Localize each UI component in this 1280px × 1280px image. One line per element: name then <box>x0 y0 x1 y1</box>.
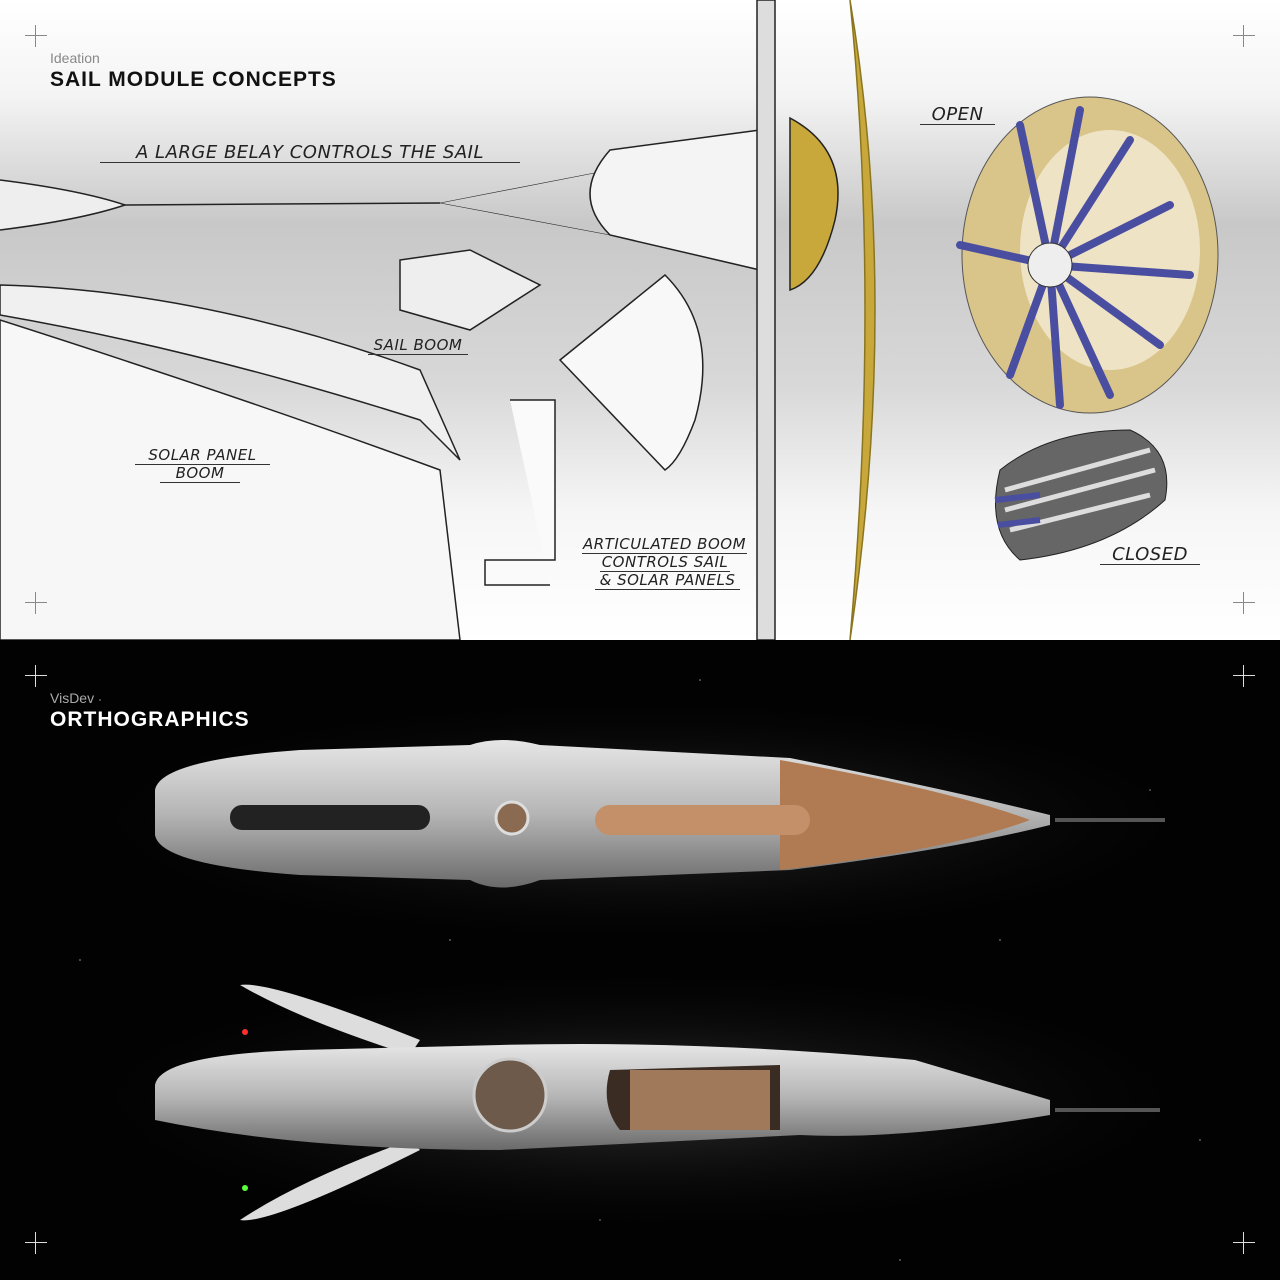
belay-module <box>589 129 761 271</box>
note-closed: CLOSED <box>1100 546 1200 565</box>
mast <box>756 0 776 640</box>
sail-closed-illustration <box>994 429 1168 561</box>
corner-crosshair <box>25 1232 47 1254</box>
section-title: SAIL MODULE CONCEPTS <box>50 68 337 91</box>
ship-nose-sketch <box>0 179 128 231</box>
section-label: Ideation <box>50 50 100 66</box>
sail-sketches <box>0 0 1219 640</box>
corner-crosshair <box>25 25 47 47</box>
corner-crosshair <box>25 665 47 687</box>
note-solar-panel: SOLAR PANEL <box>135 446 270 465</box>
note-articulated-2: CONTROLS SAIL <box>600 553 730 572</box>
ship-top-view <box>155 740 1165 888</box>
note-open: OPEN <box>920 106 995 125</box>
section-title: ORTHOGRAPHICS <box>50 708 250 731</box>
ideation-panel: Ideation SAIL MODULE CONCEPTS A LARGE BE… <box>0 0 1280 640</box>
note-sail-boom: SAIL BOOM <box>368 336 468 355</box>
sail-boom-sketch <box>558 273 704 471</box>
sail-dome <box>789 116 839 292</box>
sail-edge <box>849 0 876 640</box>
corner-crosshair <box>1233 592 1255 614</box>
note-belay: A LARGE BELAY CONTROLS THE SAIL <box>100 144 520 163</box>
section-label: VisDev <box>50 690 95 706</box>
corner-crosshair <box>1233 25 1255 47</box>
note-boom: BOOM <box>160 464 240 483</box>
note-articulated-1: ARTICULATED BOOM <box>582 535 747 554</box>
ship-side-view <box>155 984 1160 1221</box>
corner-crosshair <box>1233 665 1255 687</box>
sail-open-illustration <box>956 96 1219 414</box>
corner-crosshair <box>1233 1232 1255 1254</box>
corner-crosshair <box>25 592 47 614</box>
orthographic-renders <box>40 679 1240 1261</box>
visdev-panel: VisDev ORTHOGRAPHICS <box>0 640 1280 1280</box>
note-articulated-3: & SOLAR PANELS <box>595 571 740 590</box>
solar-panel-boom <box>0 284 461 461</box>
